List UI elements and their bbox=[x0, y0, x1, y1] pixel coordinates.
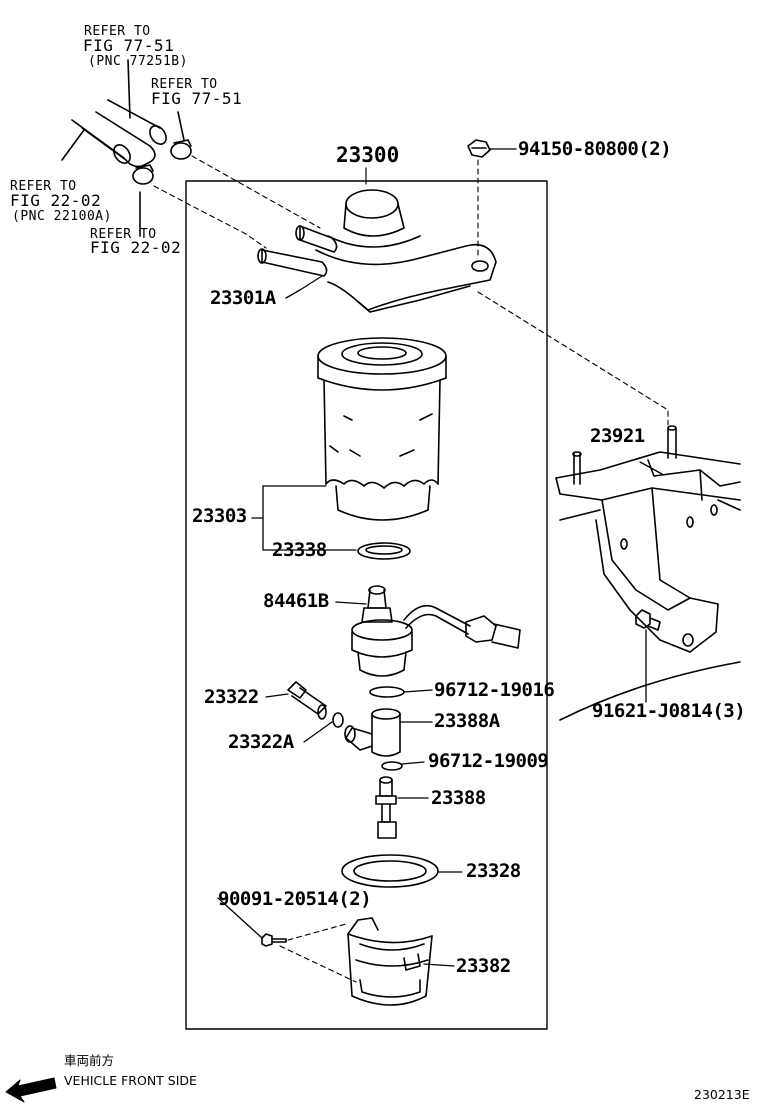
drain-plug bbox=[375, 776, 397, 839]
leader-lines bbox=[217, 148, 663, 967]
front-arrow-icon bbox=[5, 1077, 57, 1103]
part-label-drain-cock: 23388A bbox=[434, 710, 500, 732]
vehicle-front-label-en: VEHICLE FRONT SIDE bbox=[64, 1073, 197, 1088]
ref-fig-22-02-a-pnc: (PNC 22100A) bbox=[12, 209, 112, 224]
part-label-sensor: 84461B bbox=[263, 590, 329, 612]
plug-oring bbox=[332, 712, 344, 728]
plug bbox=[287, 681, 327, 720]
ref-fig-77-51-a-line2: FIG 77-51 bbox=[83, 36, 175, 55]
part-label-bracket: 23921 bbox=[590, 425, 645, 447]
hose-clamp-upper bbox=[170, 139, 192, 160]
part-label-hose-joint: 23301A bbox=[210, 287, 276, 309]
clamp-band bbox=[347, 917, 433, 1006]
part-label-plug: 23322 bbox=[204, 686, 259, 708]
part-label-bolt-bracket: 91621-J0814(3) bbox=[592, 700, 746, 722]
filter-housing bbox=[257, 167, 497, 313]
part-label-screw-lower: 90091-20514(2) bbox=[218, 888, 372, 910]
ref-fig-77-51-b-line1: REFER TO bbox=[151, 77, 218, 92]
ref-fig-77-51-b-line2: FIG 77-51 bbox=[151, 89, 243, 108]
ref-fig-22-02-b-line2: FIG 22-02 bbox=[90, 238, 182, 257]
part-label-oring-lower: 96712-19009 bbox=[428, 750, 549, 772]
bracket-bolt bbox=[635, 609, 661, 631]
routing-line-upper bbox=[191, 155, 321, 229]
gasket-element bbox=[357, 542, 411, 560]
water-sensor bbox=[351, 585, 521, 677]
screw-guide-line-1 bbox=[287, 923, 347, 941]
vehicle-front-label-jp: 車両前方 bbox=[64, 1053, 115, 1068]
hose-clamp-lower bbox=[132, 164, 154, 185]
lower-screw bbox=[261, 933, 287, 947]
part-label-gasket-lower: 23328 bbox=[466, 860, 521, 882]
ref-fig-77-51-a-line1: REFER TO bbox=[84, 24, 151, 39]
drain-cock bbox=[344, 708, 401, 757]
bracket-guide-line bbox=[477, 291, 669, 426]
part-label-drain-plug: 23388 bbox=[431, 787, 486, 809]
ref-fig-22-02-b-line1: REFER TO bbox=[90, 227, 157, 242]
ref-fig-22-02-a-line1: REFER TO bbox=[10, 179, 77, 194]
part-label-oring-upper: 96712-19016 bbox=[434, 679, 555, 701]
filter-element bbox=[317, 337, 447, 521]
oring-upper bbox=[369, 686, 405, 698]
top-bolt bbox=[467, 139, 491, 158]
part-label-clamp-band: 23382 bbox=[456, 955, 511, 977]
ref-fig-22-02-a-line2: FIG 22-02 bbox=[10, 191, 102, 210]
part-label-gasket-element: 23338 bbox=[272, 539, 327, 561]
diagram-id: 230213E bbox=[694, 1087, 750, 1102]
ref-fig-77-51-a-pnc: (PNC 77251B) bbox=[88, 54, 188, 69]
screw-guide-line-2 bbox=[279, 945, 357, 983]
fuel-hose-group bbox=[61, 59, 185, 237]
mounting-bracket bbox=[555, 425, 741, 721]
part-label-bolt-top: 94150-80800(2) bbox=[518, 138, 672, 160]
part-label-housing: 23300 bbox=[336, 143, 400, 167]
routing-line-lower bbox=[153, 185, 267, 249]
oring-lower bbox=[381, 761, 403, 771]
part-label-filter-element: 23303 bbox=[192, 505, 247, 527]
part-label-plug-oring: 23322A bbox=[228, 731, 294, 753]
gasket-lower bbox=[341, 854, 439, 888]
